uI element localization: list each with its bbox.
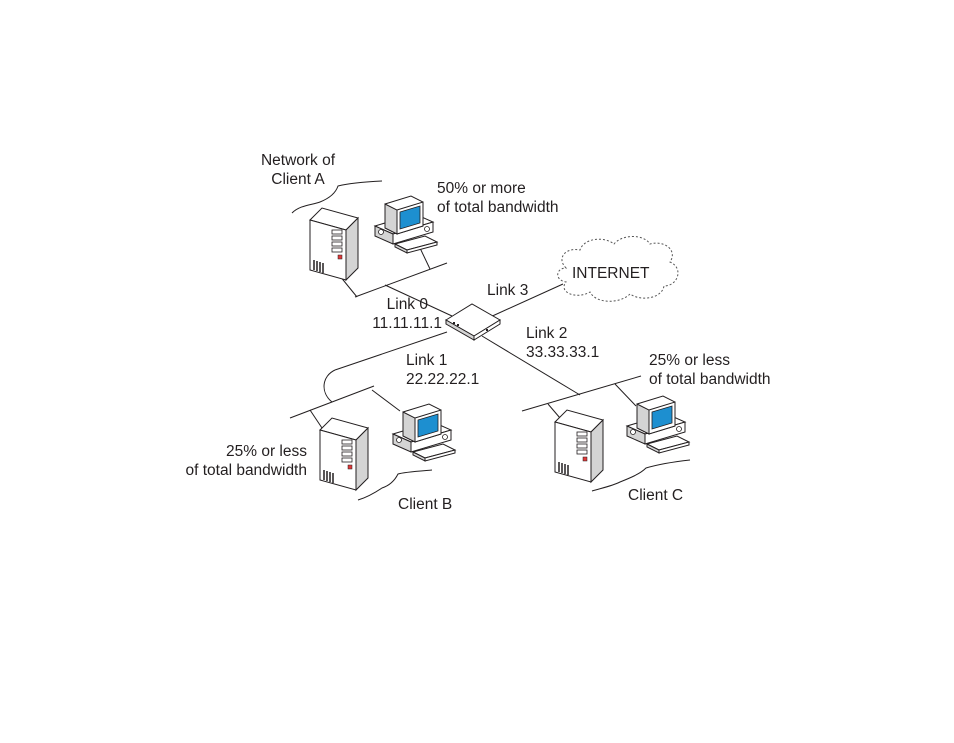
link-2-name: Link 2 xyxy=(526,325,568,342)
client-c-bandwidth-line2: of total bandwidth xyxy=(649,371,771,388)
link-0-label: Link 0 11.11.11.1 xyxy=(352,295,442,333)
link-2-line xyxy=(481,335,581,396)
client-c-bandwidth-line1: 25% or less xyxy=(649,352,730,369)
client-a-server xyxy=(309,207,359,281)
client-b-bandwidth: 25% or less of total bandwidth xyxy=(160,442,307,480)
client-b-workstation-drop xyxy=(371,389,401,412)
client-a-bandwidth-line2: of total bandwidth xyxy=(437,199,559,216)
client-b-server-drop xyxy=(309,409,323,429)
network-lines xyxy=(289,247,642,429)
client-a-workstation xyxy=(374,195,438,254)
client-c-server xyxy=(554,409,604,483)
client-b-lan-line xyxy=(289,385,375,419)
client-b-bandwidth-line2: of total bandwidth xyxy=(185,462,307,479)
link-2-label: Link 2 33.33.33.1 xyxy=(526,324,599,362)
client-c-server-drop xyxy=(547,403,561,419)
link-1-line xyxy=(334,331,448,371)
link-1-label: Link 1 22.22.22.1 xyxy=(406,351,479,389)
link-0-line xyxy=(384,284,453,317)
internet-label: INTERNET xyxy=(572,265,650,282)
client-b-title: Client B xyxy=(398,496,453,513)
internet-cloud xyxy=(557,236,679,302)
client-c-brace xyxy=(591,459,691,492)
client-a-lan-line xyxy=(354,262,448,298)
client-c-title: Client C xyxy=(628,487,684,504)
client-c-workstation xyxy=(626,395,690,454)
client-b-bandwidth-line1: 25% or less xyxy=(226,443,307,460)
client-c-bandwidth: 25% or less of total bandwidth xyxy=(649,351,771,389)
client-a-network-title: Network of Client A xyxy=(252,151,344,189)
link-0-ip: 11.11.11.1 xyxy=(372,315,442,332)
client-a-bandwidth-line1: 50% or more xyxy=(437,180,526,197)
client-a-workstation-drop xyxy=(419,247,431,270)
client-c-lan-line xyxy=(521,375,642,412)
link-1-name: Link 1 xyxy=(406,352,448,369)
client-a-title-line1: Network of xyxy=(260,152,336,169)
link-0-name: Link 0 xyxy=(386,296,428,313)
client-a-title-line2: Client A xyxy=(271,171,325,188)
link-1-ip: 22.22.22.1 xyxy=(406,371,480,388)
link-1-curve xyxy=(323,369,336,403)
link-2-ip: 33.33.33.1 xyxy=(526,344,600,361)
client-c-workstation-drop xyxy=(614,383,637,407)
client-a-bandwidth: 50% or more of total bandwidth xyxy=(437,179,559,217)
client-a-brace xyxy=(291,180,383,214)
link-3-line xyxy=(487,283,564,319)
client-b-workstation xyxy=(392,403,456,462)
client-b-server xyxy=(319,417,369,491)
link-3-label: Link 3 xyxy=(487,282,529,299)
client-b-brace xyxy=(357,469,433,501)
router xyxy=(445,303,501,341)
